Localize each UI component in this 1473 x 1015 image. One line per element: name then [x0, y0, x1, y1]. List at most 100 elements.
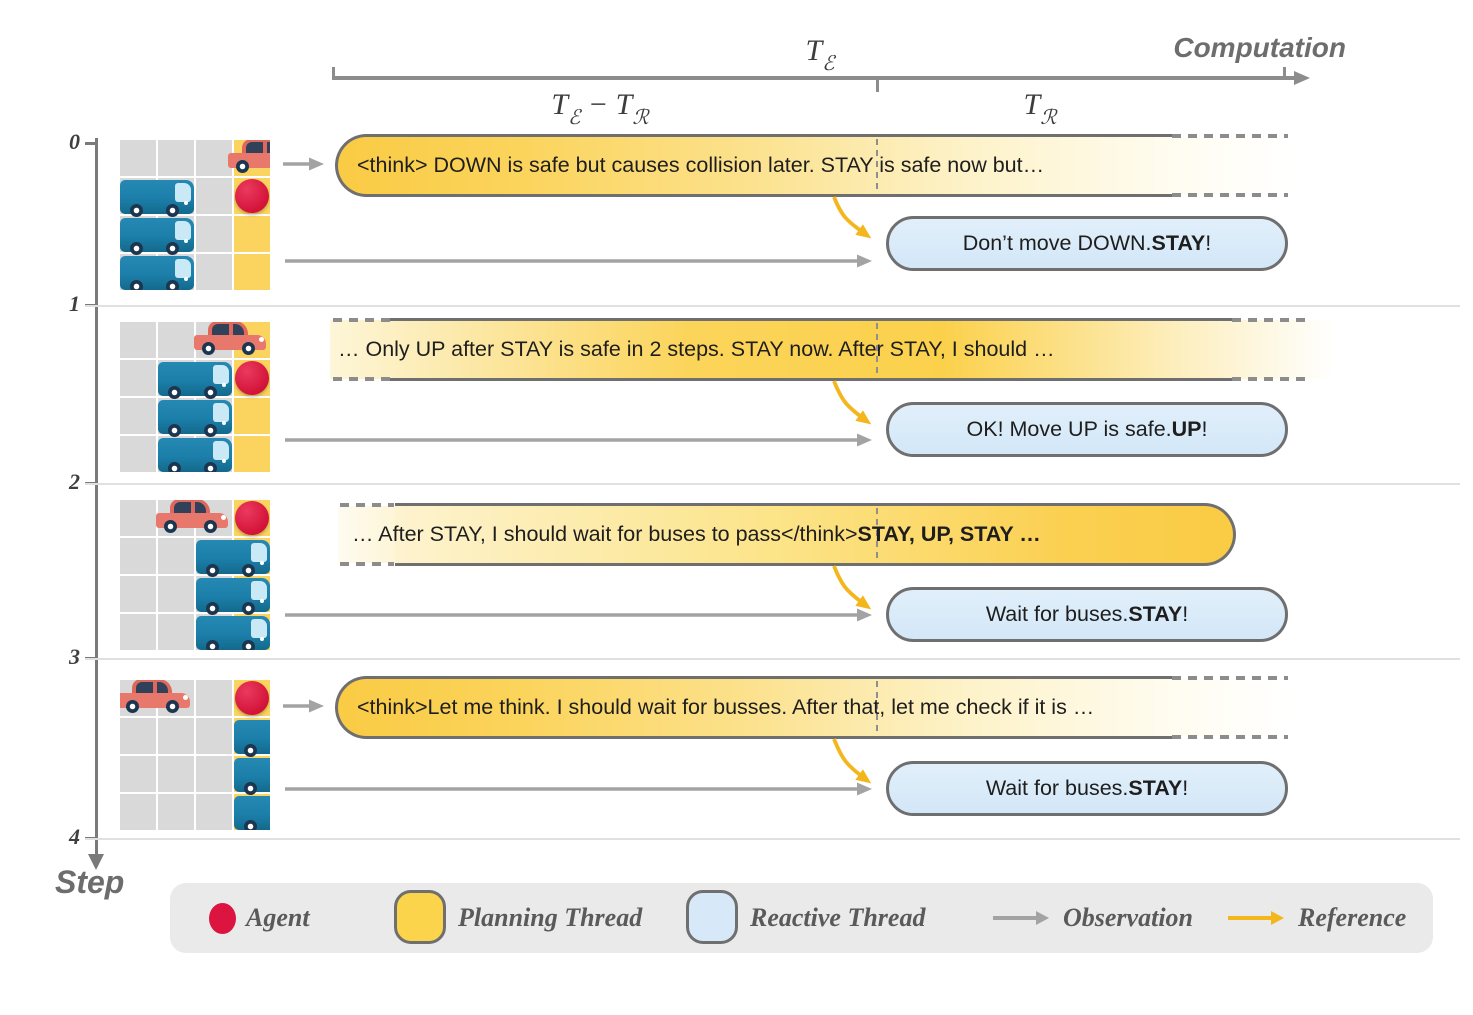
legend: Agent Planning Thread Reactive Thread Ob… [170, 883, 1433, 953]
car-headlight [259, 337, 264, 342]
car-pillar [191, 502, 195, 516]
agent-icon [235, 361, 269, 395]
grid-cell [120, 756, 156, 792]
planning-dashed-border [1172, 676, 1288, 680]
bus-icon [120, 256, 194, 290]
grid-cell [196, 680, 232, 716]
car-wheel [236, 160, 250, 173]
goal-cell [234, 254, 270, 290]
bus-wheel [130, 280, 143, 290]
reference-arrow [832, 196, 872, 239]
car-icon [156, 500, 228, 535]
car-window [174, 502, 206, 516]
computation-axis-line [332, 76, 1294, 80]
grid-cell [120, 322, 156, 358]
planning-thread-text: <think>Let me think. I should wait for b… [357, 676, 1094, 739]
reactive-thread-legend-icon [686, 890, 738, 944]
grid-cell [158, 322, 194, 358]
grid-cell [120, 576, 156, 612]
planning-thread-text: … Only UP after STAY is safe in 2 steps.… [338, 318, 1055, 381]
bus-windshield [251, 543, 267, 562]
step-tick-label: 0 [69, 129, 80, 154]
car-pillar [263, 142, 268, 156]
bus-wheel [168, 462, 181, 472]
grid-cell [120, 794, 156, 830]
car-body [228, 153, 270, 168]
reactive-text-normal: ! [1205, 231, 1212, 255]
planning-dashed-border [340, 503, 394, 507]
row-separator [85, 483, 1460, 485]
step-tick-label: 4 [69, 824, 80, 849]
bus-wheel [204, 462, 217, 472]
bus-wheel [206, 640, 219, 650]
bus-wheel [244, 782, 257, 795]
car-wheel [204, 520, 217, 533]
grid-cell [158, 718, 194, 754]
axis-right-cap [1283, 67, 1286, 79]
reactive-text-normal: Wait for buses. [985, 602, 1129, 626]
grid-cell [158, 576, 194, 612]
step-axis-label: Step [55, 864, 125, 900]
bus-wheel [166, 242, 179, 255]
car-wheel [164, 520, 177, 533]
reactive-text-normal: Wait for buses. [985, 776, 1129, 800]
axis-mid-tick [876, 80, 879, 92]
step-tick-label: 1 [69, 291, 80, 316]
planning-thread-text: … After STAY, I should wait for buses to… [352, 503, 1041, 566]
car-window [246, 142, 270, 156]
car-wheel [166, 700, 179, 713]
bus-icon [196, 540, 270, 577]
planning-thread-continuation [1172, 679, 1288, 736]
planning-dashed-border [340, 562, 394, 566]
bus-icon [196, 616, 270, 650]
planning-dashed-border [1172, 134, 1288, 138]
game-grid [120, 680, 270, 830]
planning-thread-continuation [338, 506, 398, 563]
car-icon [228, 140, 270, 175]
car-headlight [183, 695, 188, 700]
planning-text-normal: … Only UP after STAY is safe in 2 steps.… [338, 337, 1055, 361]
reactive-text-bold: STAY [1128, 776, 1183, 800]
goal-cell [234, 398, 270, 434]
game-grid [120, 500, 270, 650]
bus-light [260, 561, 264, 565]
grid-cell [158, 140, 194, 176]
reference-arrow [832, 380, 872, 425]
reactive-text-normal: OK! Move UP is safe. [966, 417, 1172, 441]
reactive-text-bold: STAY [1128, 602, 1183, 626]
planning-thread-bubble [395, 503, 1236, 566]
agent-icon [235, 681, 269, 715]
reactive-text-bold: UP [1171, 417, 1202, 441]
grid-cell [196, 794, 232, 830]
row-separator [85, 838, 1460, 840]
bus-wheel [204, 424, 217, 437]
deadline-divider [876, 508, 878, 561]
grid-cell [120, 614, 156, 650]
bus-wheel [206, 602, 219, 615]
bus-wheel [206, 564, 219, 577]
agent-icon [235, 179, 269, 213]
step-tick [85, 142, 96, 145]
planning-dashed-border [1232, 318, 1312, 322]
te-minus-tr-label: Tℰ − Tℛ [551, 88, 649, 130]
bus-windshield [213, 441, 229, 460]
bus-icon [158, 362, 232, 399]
car-icon [120, 680, 190, 715]
step-axis-line [95, 138, 98, 854]
grid-cell [120, 398, 156, 434]
reactive-text-normal: Don’t move DOWN. [962, 231, 1152, 255]
grid-cell [196, 718, 232, 754]
goal-cell [234, 436, 270, 472]
reactive-text-normal: ! [1201, 417, 1208, 441]
planning-text-normal: <think> DOWN is safe but causes collisio… [357, 153, 1045, 177]
reactive-thread-bubble: Wait for buses. STAY! [886, 761, 1288, 816]
bus-icon [234, 796, 270, 830]
observation-arrow-icon [993, 911, 1049, 925]
planning-dashed-border [1172, 193, 1288, 197]
reference-arrow-icon [1228, 911, 1284, 925]
bus-icon [196, 578, 270, 615]
bus-wheel [166, 204, 179, 217]
planning-text-bold: STAY, UP, STAY … [857, 522, 1041, 546]
planning-thread-legend-icon [394, 890, 446, 944]
bus-windshield [175, 259, 191, 278]
